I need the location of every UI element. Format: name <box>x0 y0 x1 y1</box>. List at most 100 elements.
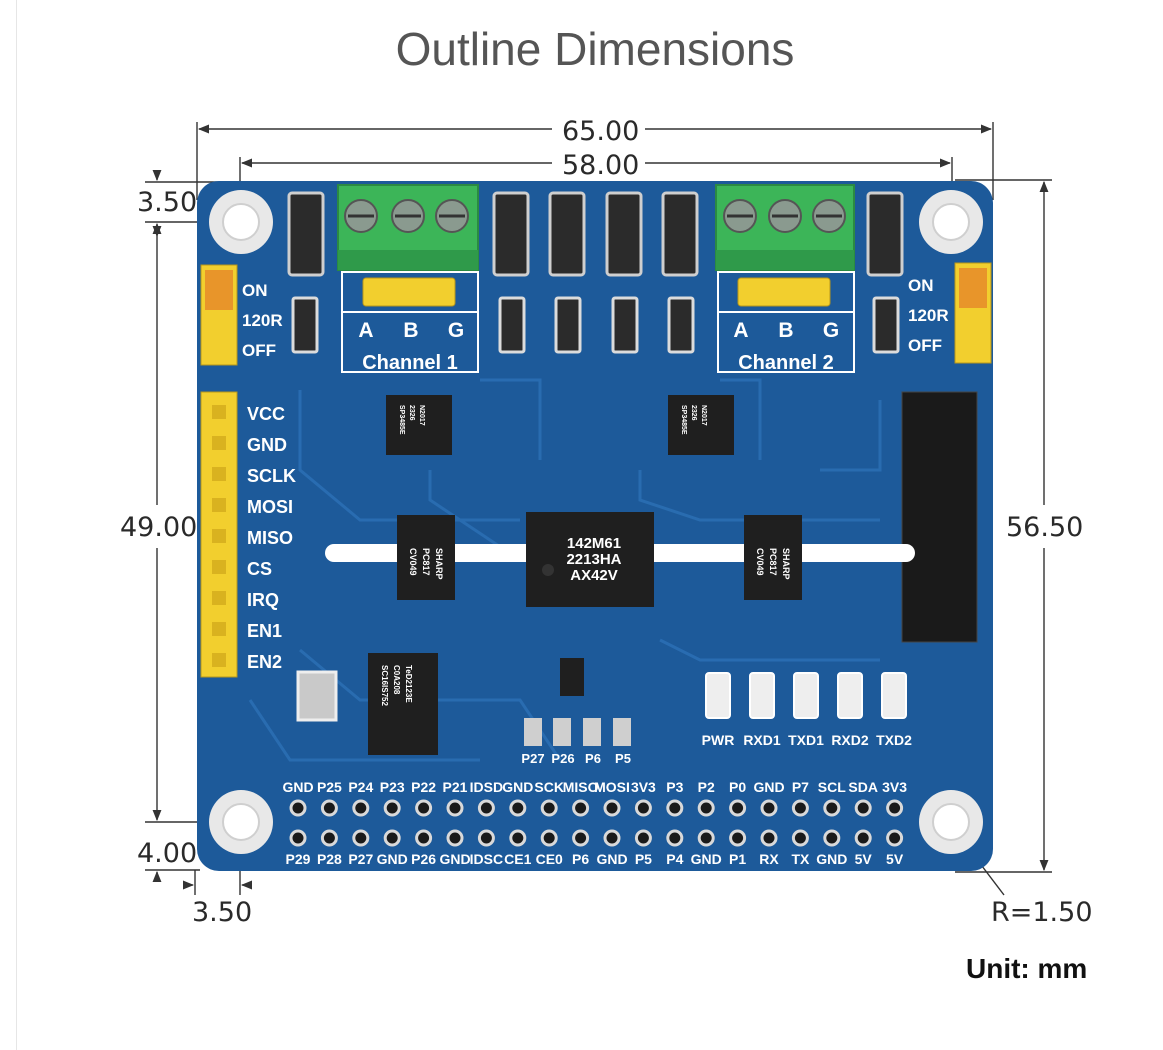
gpio-top-label: MISO <box>563 779 599 795</box>
gpio-top-label: P2 <box>698 779 715 795</box>
terminal-block-channel-1 <box>337 184 479 271</box>
gpio-pin <box>446 829 464 847</box>
spi-header-label: SCLK <box>247 466 296 486</box>
spi-header-pin <box>212 405 226 419</box>
spi-header-label: MOSI <box>247 497 293 517</box>
led-label: RXD1 <box>743 732 781 748</box>
gpio-bottom-label: RX <box>759 851 779 867</box>
gpio-pin <box>509 829 527 847</box>
transceiver-left-marking: N2017 <box>418 405 425 426</box>
channel-1-pin-label: B <box>403 319 418 342</box>
gpio-top-label: SCK <box>534 779 564 795</box>
spi-header-pin <box>212 591 226 605</box>
channel-2-pin-label: B <box>778 319 793 342</box>
gpio-pin <box>603 799 621 817</box>
gpio-pin <box>320 829 338 847</box>
gpio-bottom-label: P1 <box>729 851 746 867</box>
gpio-top-label: 3V3 <box>882 779 907 795</box>
gpio-bottom-label: P27 <box>348 851 373 867</box>
gpio-pin <box>854 829 872 847</box>
dim-hole-spacing-x: 58.00 <box>562 150 640 181</box>
right-jumper-header <box>954 262 992 364</box>
gpio-bottom-label: P6 <box>572 851 589 867</box>
isolator-left-marking: SHARP <box>434 548 444 580</box>
terminal-block-channel-2 <box>715 184 855 271</box>
small-resistors <box>291 296 900 354</box>
led-label: TXD2 <box>876 732 912 748</box>
gpio-top-label: MOSI <box>594 779 630 795</box>
test-pad-label: P27 <box>521 751 544 766</box>
gpio-bottom-label: TX <box>791 851 810 867</box>
gpio-pin <box>540 799 558 817</box>
spi-header-label: IRQ <box>247 590 279 610</box>
gpio-pin <box>383 829 401 847</box>
spi-header-pin <box>212 498 226 512</box>
gpio-pin <box>634 829 652 847</box>
gpio-top-label: P23 <box>380 779 405 795</box>
spi-header-label: MISO <box>247 528 293 548</box>
gpio-pin <box>886 799 904 817</box>
unit-label: Unit: mm <box>966 953 1088 984</box>
gpio-top-label: P25 <box>317 779 342 795</box>
spi-header-pin <box>212 529 226 543</box>
uart-chip <box>368 653 438 755</box>
spi-header-label: EN1 <box>247 621 282 641</box>
gpio-top-label: IDSD <box>470 779 503 795</box>
gpio-pin <box>666 799 684 817</box>
channel-1-pin-label: A <box>358 319 373 342</box>
gpio-top-label: P7 <box>792 779 809 795</box>
gpio-bottom-label: GND <box>439 851 470 867</box>
gpio-bottom-label: CE0 <box>536 851 563 867</box>
spi-header-label: CS <box>247 559 272 579</box>
isolator-chip-right <box>744 515 802 600</box>
gpio-bottom-label: GND <box>377 851 408 867</box>
gpio-bottom-label: 5V <box>886 851 904 867</box>
gpio-top-label: SDA <box>848 779 878 795</box>
uart-chip-marking: C0A208 <box>392 665 401 695</box>
isolator-right-marking: PC817 <box>768 548 778 576</box>
gpio-top-label: GND <box>502 779 533 795</box>
gpio-top-label: P21 <box>443 779 468 795</box>
transceiver-chip-right <box>668 395 734 455</box>
spi-header-pin <box>212 653 226 667</box>
crystal-oscillator <box>296 670 338 722</box>
transceiver-right-marking: SP3485E <box>680 405 687 435</box>
gpio-pin <box>823 799 841 817</box>
dim-hole-spacing-y: 49.00 <box>120 512 198 543</box>
gpio-bottom-label: 5V <box>855 851 873 867</box>
main-chip-marking: 142M61 <box>567 535 621 552</box>
gpio-pin <box>854 799 872 817</box>
channel-2-pin-label: A <box>733 319 748 342</box>
gpio-bottom-label: GND <box>691 851 722 867</box>
gpio-top-label: GND <box>753 779 784 795</box>
isolator-right-marking: SHARP <box>781 548 791 580</box>
gpio-bottom-label: IDSC <box>470 851 503 867</box>
gpio-pin <box>540 829 558 847</box>
left-jumper-header <box>200 264 238 366</box>
mounting-hole-top-left <box>209 190 273 254</box>
test-pads <box>524 718 631 746</box>
gpio-pin <box>415 799 433 817</box>
mounting-hole-top-right <box>919 190 983 254</box>
isolator-chip-left <box>397 515 455 600</box>
mounting-hole-bottom-left <box>209 790 273 854</box>
gpio-pin <box>289 829 307 847</box>
gpio-top-label: P24 <box>348 779 373 795</box>
test-pad-label: P26 <box>551 751 574 766</box>
gpio-pin <box>289 799 307 817</box>
channel-1-pin-label: G <box>448 319 464 342</box>
gpio-bottom-label: P5 <box>635 851 652 867</box>
gpio-top-label: P0 <box>729 779 746 795</box>
mounting-hole-bottom-right <box>919 790 983 854</box>
gpio-pin <box>320 799 338 817</box>
dimension-lines <box>145 122 1052 896</box>
gpio-top-label: P3 <box>666 779 683 795</box>
main-chip-marking: AX42V <box>570 567 618 584</box>
gpio-pin <box>415 829 433 847</box>
gpio-pin <box>352 829 370 847</box>
left-jumper-label: ON <box>242 281 268 300</box>
gpio-top-label: SCL <box>818 779 846 795</box>
dim-corner-radius: R=1.50 <box>991 897 1093 928</box>
gpio-bottom-label: CE1 <box>504 851 531 867</box>
